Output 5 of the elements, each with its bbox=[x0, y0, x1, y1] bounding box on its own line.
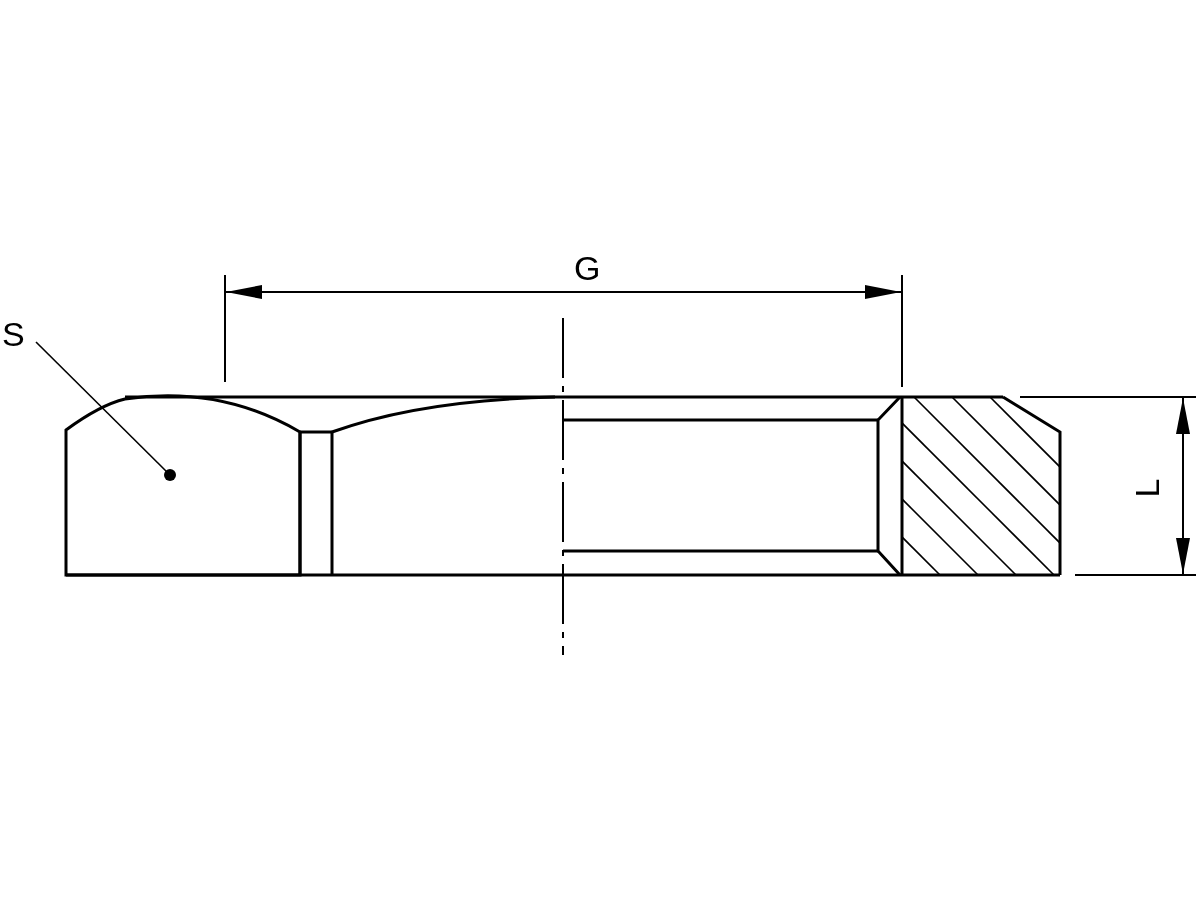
part-label: S bbox=[2, 316, 25, 352]
hex-face bbox=[64, 394, 302, 577]
dimension-label: L bbox=[1129, 478, 1166, 498]
dimension-label: G bbox=[574, 250, 601, 286]
leader-line bbox=[35, 341, 176, 481]
